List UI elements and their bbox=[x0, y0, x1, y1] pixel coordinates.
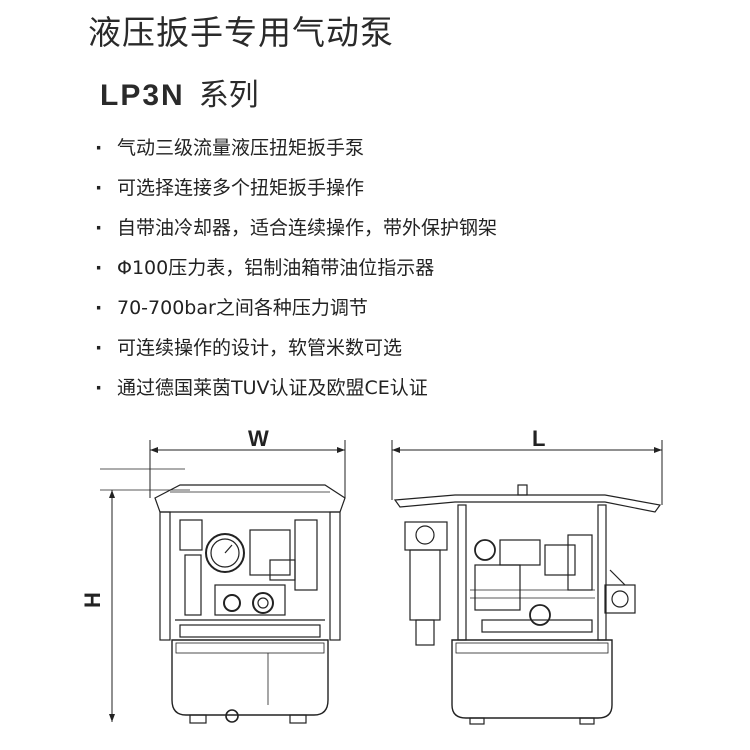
bullet: · bbox=[95, 377, 103, 399]
list-item: · 自带油冷却器，适合连续操作，带外保护钢架 bbox=[95, 208, 497, 248]
pump-technical-drawing: W L H bbox=[80, 426, 663, 725]
front-view bbox=[100, 440, 346, 724]
bullet: · bbox=[95, 177, 103, 199]
list-item: · 气动三级流量液压扭矩扳手泵 bbox=[95, 128, 497, 168]
bullet: · bbox=[95, 217, 103, 239]
list-item: · 70-700bar之间各种压力调节 bbox=[95, 288, 497, 328]
list-item: · 可选择连接多个扭矩扳手操作 bbox=[95, 168, 497, 208]
feature-text: 自带油冷却器，适合连续操作，带外保护钢架 bbox=[117, 217, 498, 239]
bullet: · bbox=[95, 297, 103, 319]
list-item: · 通过德国莱茵TUV认证及欧盟CE认证 bbox=[95, 368, 497, 408]
height-label: H bbox=[80, 592, 105, 608]
width-label: W bbox=[248, 426, 269, 451]
series-heading: LP3N 系列 bbox=[100, 70, 259, 114]
length-label: L bbox=[532, 426, 545, 451]
bullet: · bbox=[95, 137, 103, 159]
page-title: 液压扳手专用气动泵 bbox=[88, 13, 394, 52]
side-view bbox=[391, 440, 663, 725]
feature-text: 气动三级流量液压扭矩扳手泵 bbox=[117, 137, 365, 159]
feature-text: 通过德国莱茵TUV认证及欧盟CE认证 bbox=[117, 377, 428, 399]
list-item: · Φ100压力表，铝制油箱带油位指示器 bbox=[95, 248, 497, 288]
series-word: 系列 bbox=[198, 78, 259, 113]
feature-list: · 气动三级流量液压扭矩扳手泵 · 可选择连接多个扭矩扳手操作 · 自带油冷却器，适合… bbox=[95, 128, 497, 408]
bullet: · bbox=[95, 257, 103, 279]
feature-text: 可选择连接多个扭矩扳手操作 bbox=[117, 177, 365, 199]
feature-text: Φ100压力表，铝制油箱带油位指示器 bbox=[117, 257, 435, 279]
bullet: · bbox=[95, 337, 103, 359]
feature-text: 可连续操作的设计，软管米数可选 bbox=[117, 337, 403, 359]
feature-text: 70-700bar之间各种压力调节 bbox=[117, 297, 368, 319]
list-item: · 可连续操作的设计，软管米数可选 bbox=[95, 328, 497, 368]
model-name: LP3N bbox=[100, 79, 185, 112]
